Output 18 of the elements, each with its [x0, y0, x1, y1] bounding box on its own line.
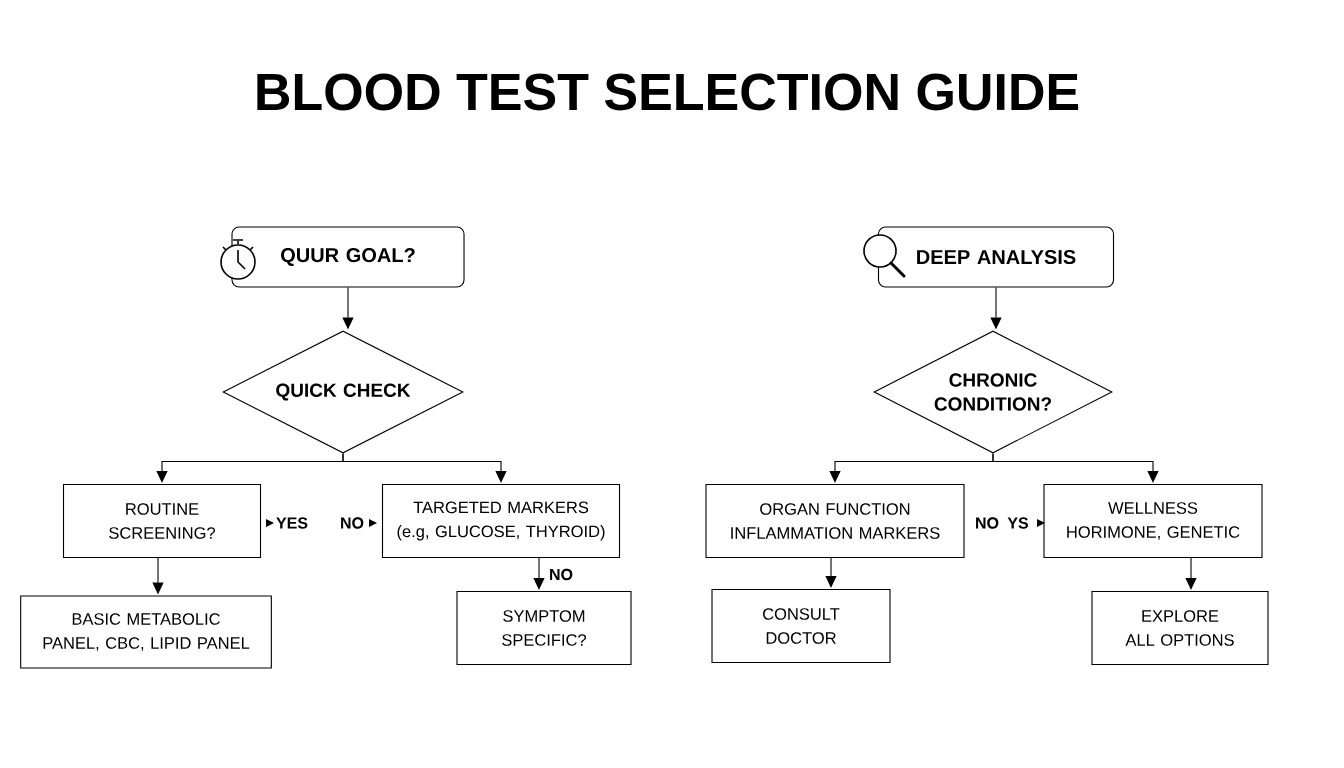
arrow [342, 453, 507, 483]
process-box: ROUTINE SCREENING? [62, 483, 262, 559]
arrow [1185, 557, 1197, 590]
arrow [825, 557, 837, 588]
process-box: WELLNESS HORIMONE, GENETIC [1043, 483, 1263, 559]
arrow [992, 453, 1159, 483]
branch-label: NO [341, 517, 364, 529]
process-box: EXPLORE ALL OPTIONS [1091, 590, 1269, 666]
process-box: CONSULT DOCTOR [711, 588, 891, 664]
process-box: SYMPTOM SPECIFIC? [456, 590, 632, 666]
branch-label: YES [276, 517, 308, 529]
process-box: ORGAN FUNCTION INFLAMMATION MARKERS [705, 483, 965, 559]
title: BLOOD TEST SELECTION GUIDE [257, 73, 1079, 111]
arrow [533, 557, 545, 590]
process-box: TARGETED MARKERS (e.g, GLUCOSE, THYROID) [381, 483, 621, 559]
branch-label: NO [976, 517, 999, 529]
process-box: BASIC METABOLIC PANEL, CBC, LIPID PANEL [20, 595, 272, 669]
branch-label: YS [1007, 517, 1029, 529]
